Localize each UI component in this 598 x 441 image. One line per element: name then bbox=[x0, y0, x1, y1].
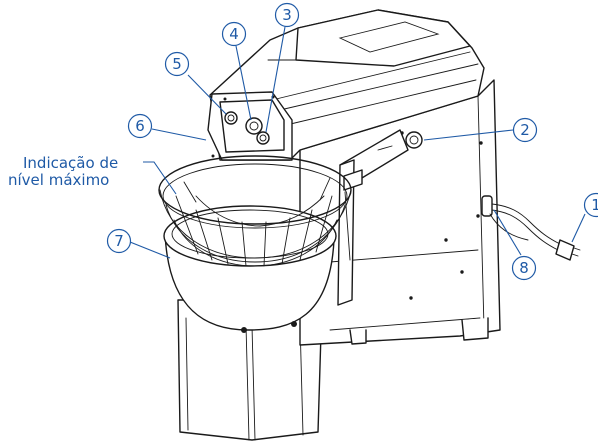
callout-6: 6 bbox=[127, 113, 153, 139]
callout-8-label: 8 bbox=[519, 259, 529, 277]
callout-6-label: 6 bbox=[135, 117, 145, 135]
callout-2: 2 bbox=[512, 117, 538, 143]
callout-3: 3 bbox=[274, 2, 300, 28]
callout-5: 5 bbox=[164, 51, 190, 77]
callout-1-label: 1 bbox=[591, 196, 598, 214]
max-level-line2: nível máximo bbox=[8, 171, 109, 189]
max-level-line1: Indicação de bbox=[23, 154, 118, 172]
callout-5-label: 5 bbox=[172, 55, 182, 73]
leader-lines bbox=[129, 26, 586, 259]
callout-1: 1 bbox=[583, 192, 598, 218]
control-knob-4 bbox=[245, 117, 263, 135]
control-knob-5 bbox=[224, 111, 238, 125]
side-knob bbox=[405, 131, 423, 149]
control-panel bbox=[207, 91, 293, 161]
max-level-annotation: Indicação de nível máximo bbox=[8, 154, 118, 189]
power-cable bbox=[481, 195, 581, 261]
callout-8: 8 bbox=[511, 255, 537, 281]
control-knob-3 bbox=[256, 131, 270, 145]
callout-4: 4 bbox=[221, 21, 247, 47]
wire-guard bbox=[158, 155, 352, 267]
callout-7: 7 bbox=[106, 228, 132, 254]
callout-7-label: 7 bbox=[114, 232, 124, 250]
callout-3-label: 3 bbox=[282, 6, 292, 24]
callout-4-label: 4 bbox=[229, 25, 239, 43]
callout-2-label: 2 bbox=[520, 121, 530, 139]
